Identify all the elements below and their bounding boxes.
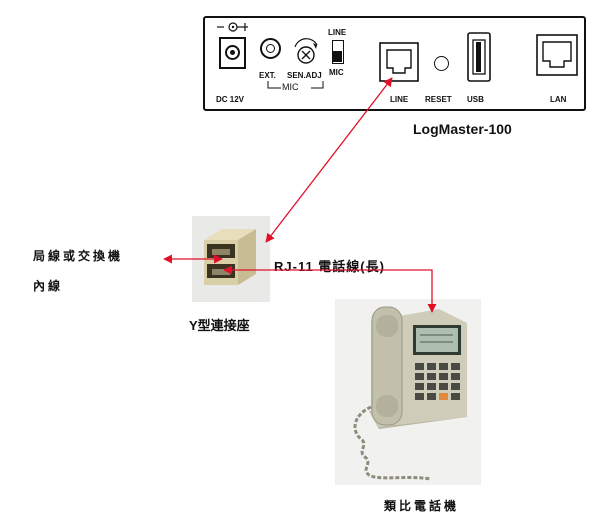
ext-mic-jack[interactable] (260, 38, 281, 59)
phone-label: 類比電話機 (384, 499, 460, 513)
line-port-icon[interactable] (379, 42, 419, 82)
dc-jack-hole-icon (225, 45, 240, 60)
sen-adj-label: SEN.ADJ (287, 71, 322, 80)
dc-polarity-icon (217, 22, 248, 32)
lan-port-icon[interactable] (536, 34, 578, 76)
sensitivity-knob-icon[interactable] (289, 33, 323, 67)
y-connector-to-phone-arrow (223, 265, 437, 313)
reset-button[interactable] (434, 56, 449, 71)
external-line-label: 局線或交換機 (33, 249, 124, 263)
switch-line-label: LINE (328, 28, 347, 37)
internal-line-label: 內線 (33, 279, 64, 293)
line-mic-switch[interactable] (332, 40, 344, 64)
dc-label: DC 12V (216, 95, 245, 104)
ext-label: EXT. (259, 71, 276, 80)
y-connector-label: Y型連接座 (189, 318, 250, 333)
switch-mic-label: MIC (329, 68, 344, 77)
line-port-to-y-connector-arrow (265, 77, 393, 243)
lan-label: LAN (550, 95, 567, 104)
reset-label: RESET (425, 95, 452, 104)
device-name: LogMaster-100 (413, 121, 512, 137)
dc-jack[interactable] (219, 37, 246, 69)
analog-phone-photo (335, 299, 481, 485)
usb-label: USB (467, 95, 484, 104)
line-port-label: LINE (390, 95, 409, 104)
usb-port-icon[interactable] (467, 32, 491, 82)
